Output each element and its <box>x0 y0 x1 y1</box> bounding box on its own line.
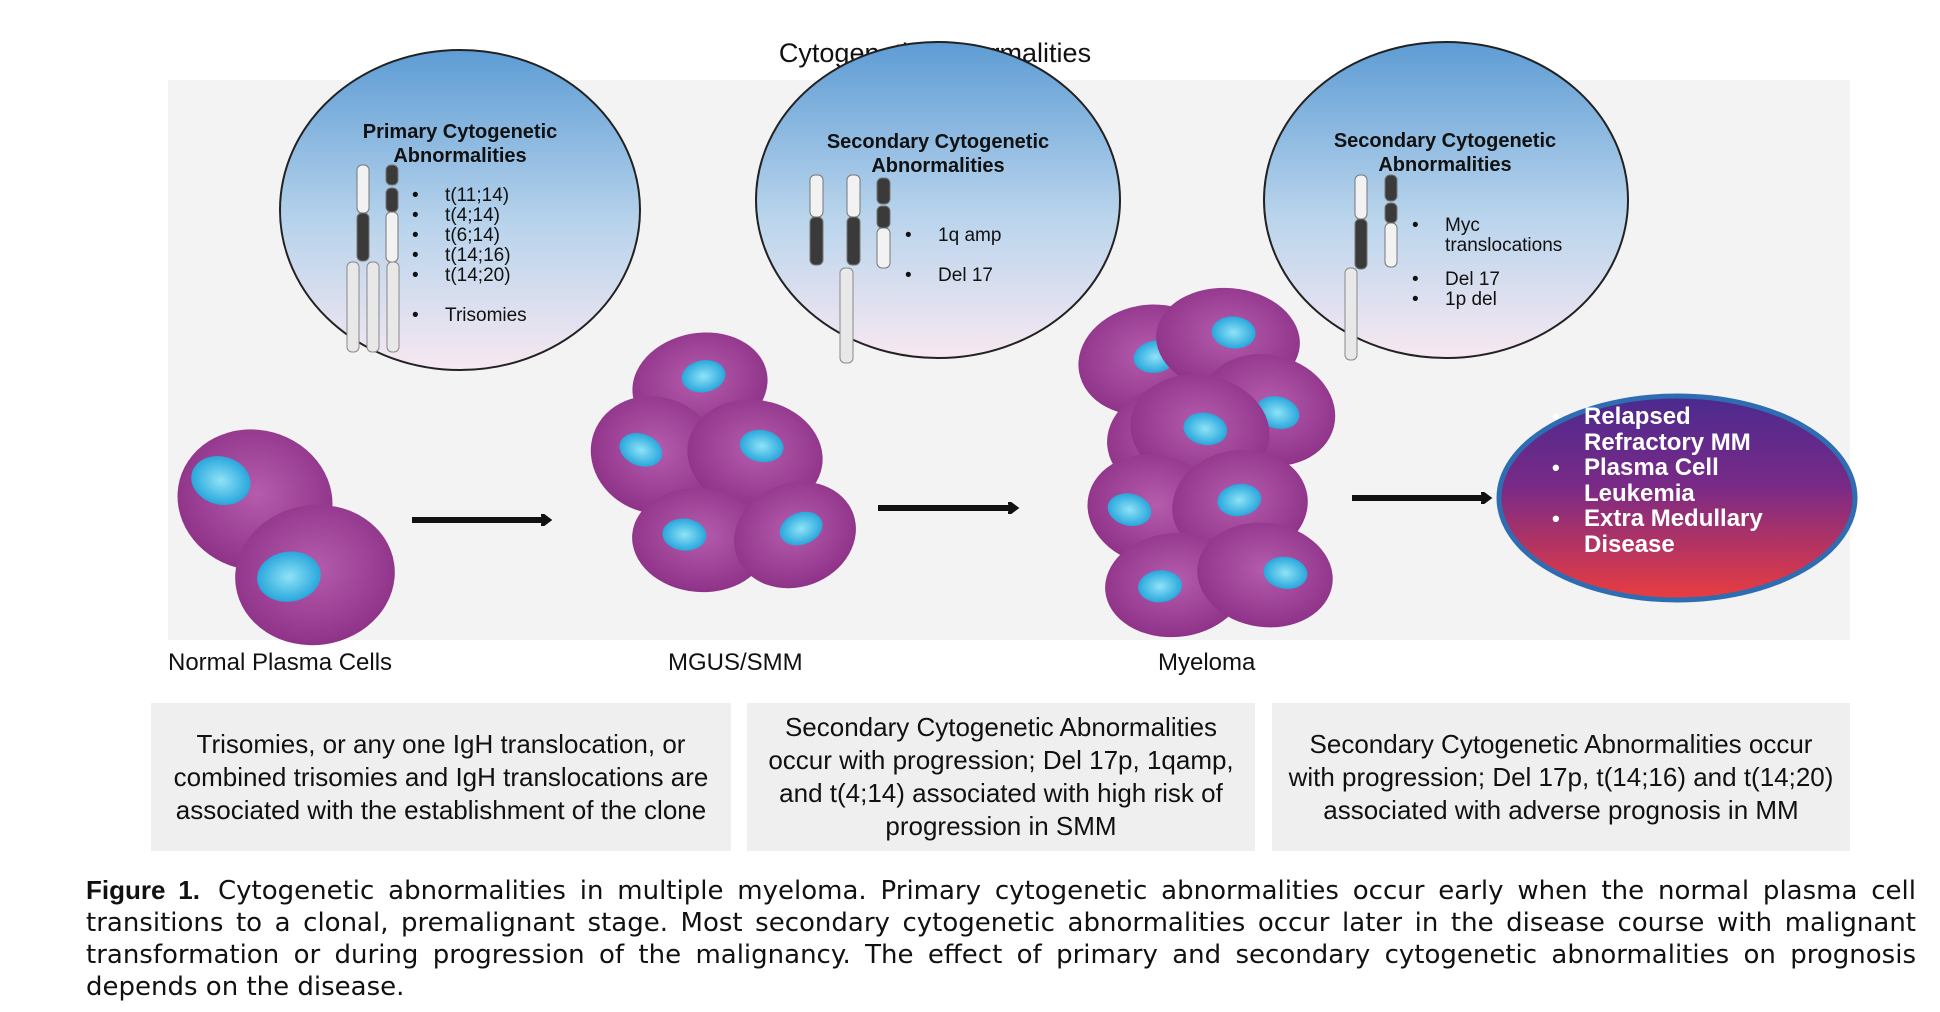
chromosome-icons-primary <box>346 164 400 353</box>
list-item: • t(4;14) <box>412 205 500 226</box>
list-item: • 1q amp <box>905 225 1002 246</box>
list-item: • Myc translocations <box>1412 215 1563 256</box>
list-item: • 1p del <box>1412 289 1497 310</box>
description-box-mm: Secondary Cytogenetic Abnormalities occu… <box>1272 703 1850 851</box>
secondary-abnormalities-list-2: • Myc translocations • Del 17 • 1p del <box>1412 216 1595 310</box>
secondary-abnormalities-title-1: Secondary Cytogenetic Abnormalities <box>826 131 1050 177</box>
list-item: • Del 17 <box>905 265 993 286</box>
mgus-smm-cells-illustration <box>590 332 856 593</box>
description-box-smm: Secondary Cytogenetic Abnormalities occu… <box>747 703 1255 851</box>
list-item: • t(6;14) <box>412 225 500 246</box>
figure-caption: Figure 1.Cytogenetic abnormalities in mu… <box>86 874 1916 1003</box>
secondary-abnormalities-title-2: Secondary Cytogenetic Abnormalities <box>1333 130 1557 176</box>
outcome-item: Plasma Cell Leukemia <box>1552 455 1794 506</box>
advanced-disease-outcomes: Relapsed Refractory MM Plasma Cell Leuke… <box>1552 404 1794 557</box>
primary-abnormalities-title: Primary Cytogenetic Abnormalities <box>362 121 558 167</box>
stage-label-myeloma: Myeloma <box>1158 649 1256 676</box>
secondary-abnormalities-list-1: • 1q amp • Del 17 <box>905 226 1001 286</box>
list-item: • Trisomies <box>412 305 527 326</box>
list-item: • t(14;20) <box>412 265 511 286</box>
outcome-item: Extra Medullary Disease <box>1552 506 1794 557</box>
primary-abnormalities-list: • t(11;14) • t(4;14) • t(6;14) • t(14;16… <box>412 186 527 326</box>
list-item: • t(11;14) <box>412 185 510 206</box>
stage-label-normal: Normal Plasma Cells <box>168 649 393 676</box>
secondary-abnormalities-bubble-2 <box>1263 41 1629 359</box>
chromosome-icons-secondary-1 <box>809 174 891 364</box>
list-item: • Del 17 <box>1412 269 1500 290</box>
outcome-item: Relapsed Refractory MM <box>1552 404 1794 455</box>
figure-caption-text: Cytogenetic abnormalities in multiple my… <box>86 876 1916 1002</box>
stage-label-mgus-smm: MGUS/SMM <box>668 649 803 676</box>
list-item: • t(14;16) <box>412 245 511 266</box>
figure-caption-label: Figure 1. <box>86 875 200 905</box>
chromosome-icons-secondary-2 <box>1344 174 1398 361</box>
description-box-primary: Trisomies, or any one IgH translocation,… <box>151 703 731 851</box>
normal-plasma-cells-illustration <box>177 429 395 646</box>
myeloma-cells-illustration <box>1078 287 1336 638</box>
